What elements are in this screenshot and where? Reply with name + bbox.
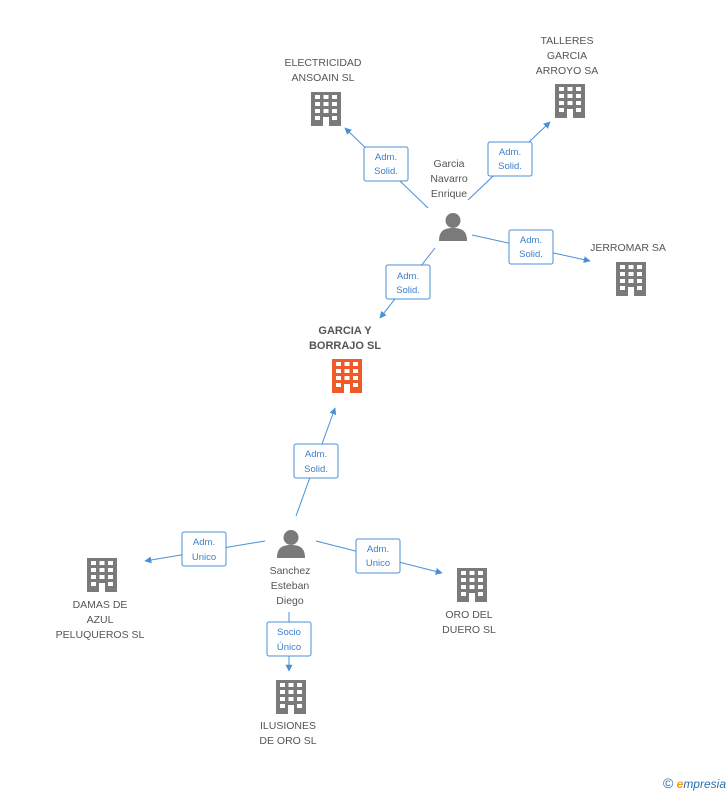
edge-label-line2: Solid. xyxy=(304,464,328,475)
edge-label-line1: Adm. xyxy=(375,152,397,163)
company-label-line3: ARROYO SA xyxy=(536,65,598,77)
building-icon xyxy=(87,558,117,592)
company-label-line1: ELECTRICIDAD xyxy=(284,57,361,69)
company-label-line2: GARCIA xyxy=(547,50,587,62)
edge-garcia-electricidad: Adm. Solid. xyxy=(344,127,429,209)
edge-label-line1: Adm. xyxy=(520,235,542,246)
edge-label-line1: Socio xyxy=(277,627,301,638)
company-label-line1: ILUSIONES xyxy=(260,720,316,732)
edge-label-line2: Único xyxy=(277,642,301,653)
edge-label-line1: Adm. xyxy=(305,449,327,460)
empresia-watermark: © empresia xyxy=(663,775,726,791)
center-company-node[interactable]: GARCIA Y BORRAJO SL xyxy=(309,325,381,393)
company-label-line3: PELUQUEROS SL xyxy=(56,629,145,641)
copyright-symbol: © xyxy=(662,775,674,791)
edge-label-line1: Adm. xyxy=(397,271,419,282)
center-company-label-line2: BORRAJO SL xyxy=(309,340,381,352)
company-node-damas[interactable]: DAMAS DE AZUL PELUQUEROS SL xyxy=(56,558,145,641)
edge-sanchez-oro: Adm. Unico xyxy=(315,538,443,575)
edge-garcia-center: Adm. Solid. xyxy=(379,247,436,319)
edge-sanchez-ilusiones: Socio Único xyxy=(266,612,312,672)
company-label-line2: AZUL xyxy=(87,614,114,626)
company-label-line1: ORO DEL xyxy=(445,609,492,621)
edge-label-line2: Solid. xyxy=(396,285,420,296)
company-label-line2: DUERO SL xyxy=(442,624,496,636)
company-node-talleres[interactable]: TALLERES GARCIA ARROYO SA xyxy=(536,35,598,118)
edge-label-line2: Solid. xyxy=(519,249,543,260)
company-node-jerromar[interactable]: JERROMAR SA xyxy=(590,242,666,296)
company-label-line1: JERROMAR SA xyxy=(590,242,666,254)
edge-label-line2: Solid. xyxy=(374,166,398,177)
building-icon xyxy=(555,84,585,118)
building-icon xyxy=(332,359,362,393)
company-label-line1: TALLERES xyxy=(541,35,594,47)
edge-label-line2: Solid. xyxy=(498,161,522,172)
edge-sanchez-damas: Adm. Unico xyxy=(144,531,266,567)
person-icon xyxy=(277,530,305,558)
company-label-line1: DAMAS DE xyxy=(73,599,128,611)
person-label-line1: Sanchez xyxy=(270,565,311,577)
company-label-line2: DE ORO SL xyxy=(259,735,316,747)
building-icon xyxy=(616,262,646,296)
brand-name: mpresia xyxy=(683,777,726,791)
company-node-ilusiones[interactable]: ILUSIONES DE ORO SL xyxy=(259,680,317,747)
company-node-oro-duero[interactable]: ORO DEL DUERO SL xyxy=(442,568,496,636)
edge-garcia-jerromar: Adm. Solid. xyxy=(471,229,591,265)
person-label-line1: Garcia xyxy=(434,158,465,170)
company-label-line2: ANSOAIN SL xyxy=(291,72,354,84)
edge-label-line1: Adm. xyxy=(367,544,389,555)
person-icon xyxy=(439,213,467,241)
edge-garcia-talleres: Adm. Solid. xyxy=(467,121,551,201)
building-icon xyxy=(311,92,341,126)
edge-sanchez-center: Adm. Solid. xyxy=(293,407,339,517)
person-label-line3: Diego xyxy=(276,595,304,607)
edge-label-line2: Unico xyxy=(192,552,216,563)
brand-initial: e xyxy=(676,777,684,791)
building-icon xyxy=(276,680,306,714)
person-label-line2: Navarro xyxy=(430,173,468,185)
person-node-garcia[interactable]: Garcia Navarro Enrique xyxy=(430,158,468,241)
company-node-electricidad[interactable]: ELECTRICIDAD ANSOAIN SL xyxy=(284,57,362,126)
edge-label-line2: Unico xyxy=(366,558,390,569)
edge-label-line1: Adm. xyxy=(499,147,521,158)
edge-label-line1: Adm. xyxy=(193,537,215,548)
person-label-line3: Enrique xyxy=(431,188,467,200)
person-node-sanchez[interactable]: Sanchez Esteban Diego xyxy=(270,530,311,607)
building-icon xyxy=(457,568,487,602)
center-company-label-line1: GARCIA Y xyxy=(318,325,372,337)
person-label-line2: Esteban xyxy=(271,580,310,592)
